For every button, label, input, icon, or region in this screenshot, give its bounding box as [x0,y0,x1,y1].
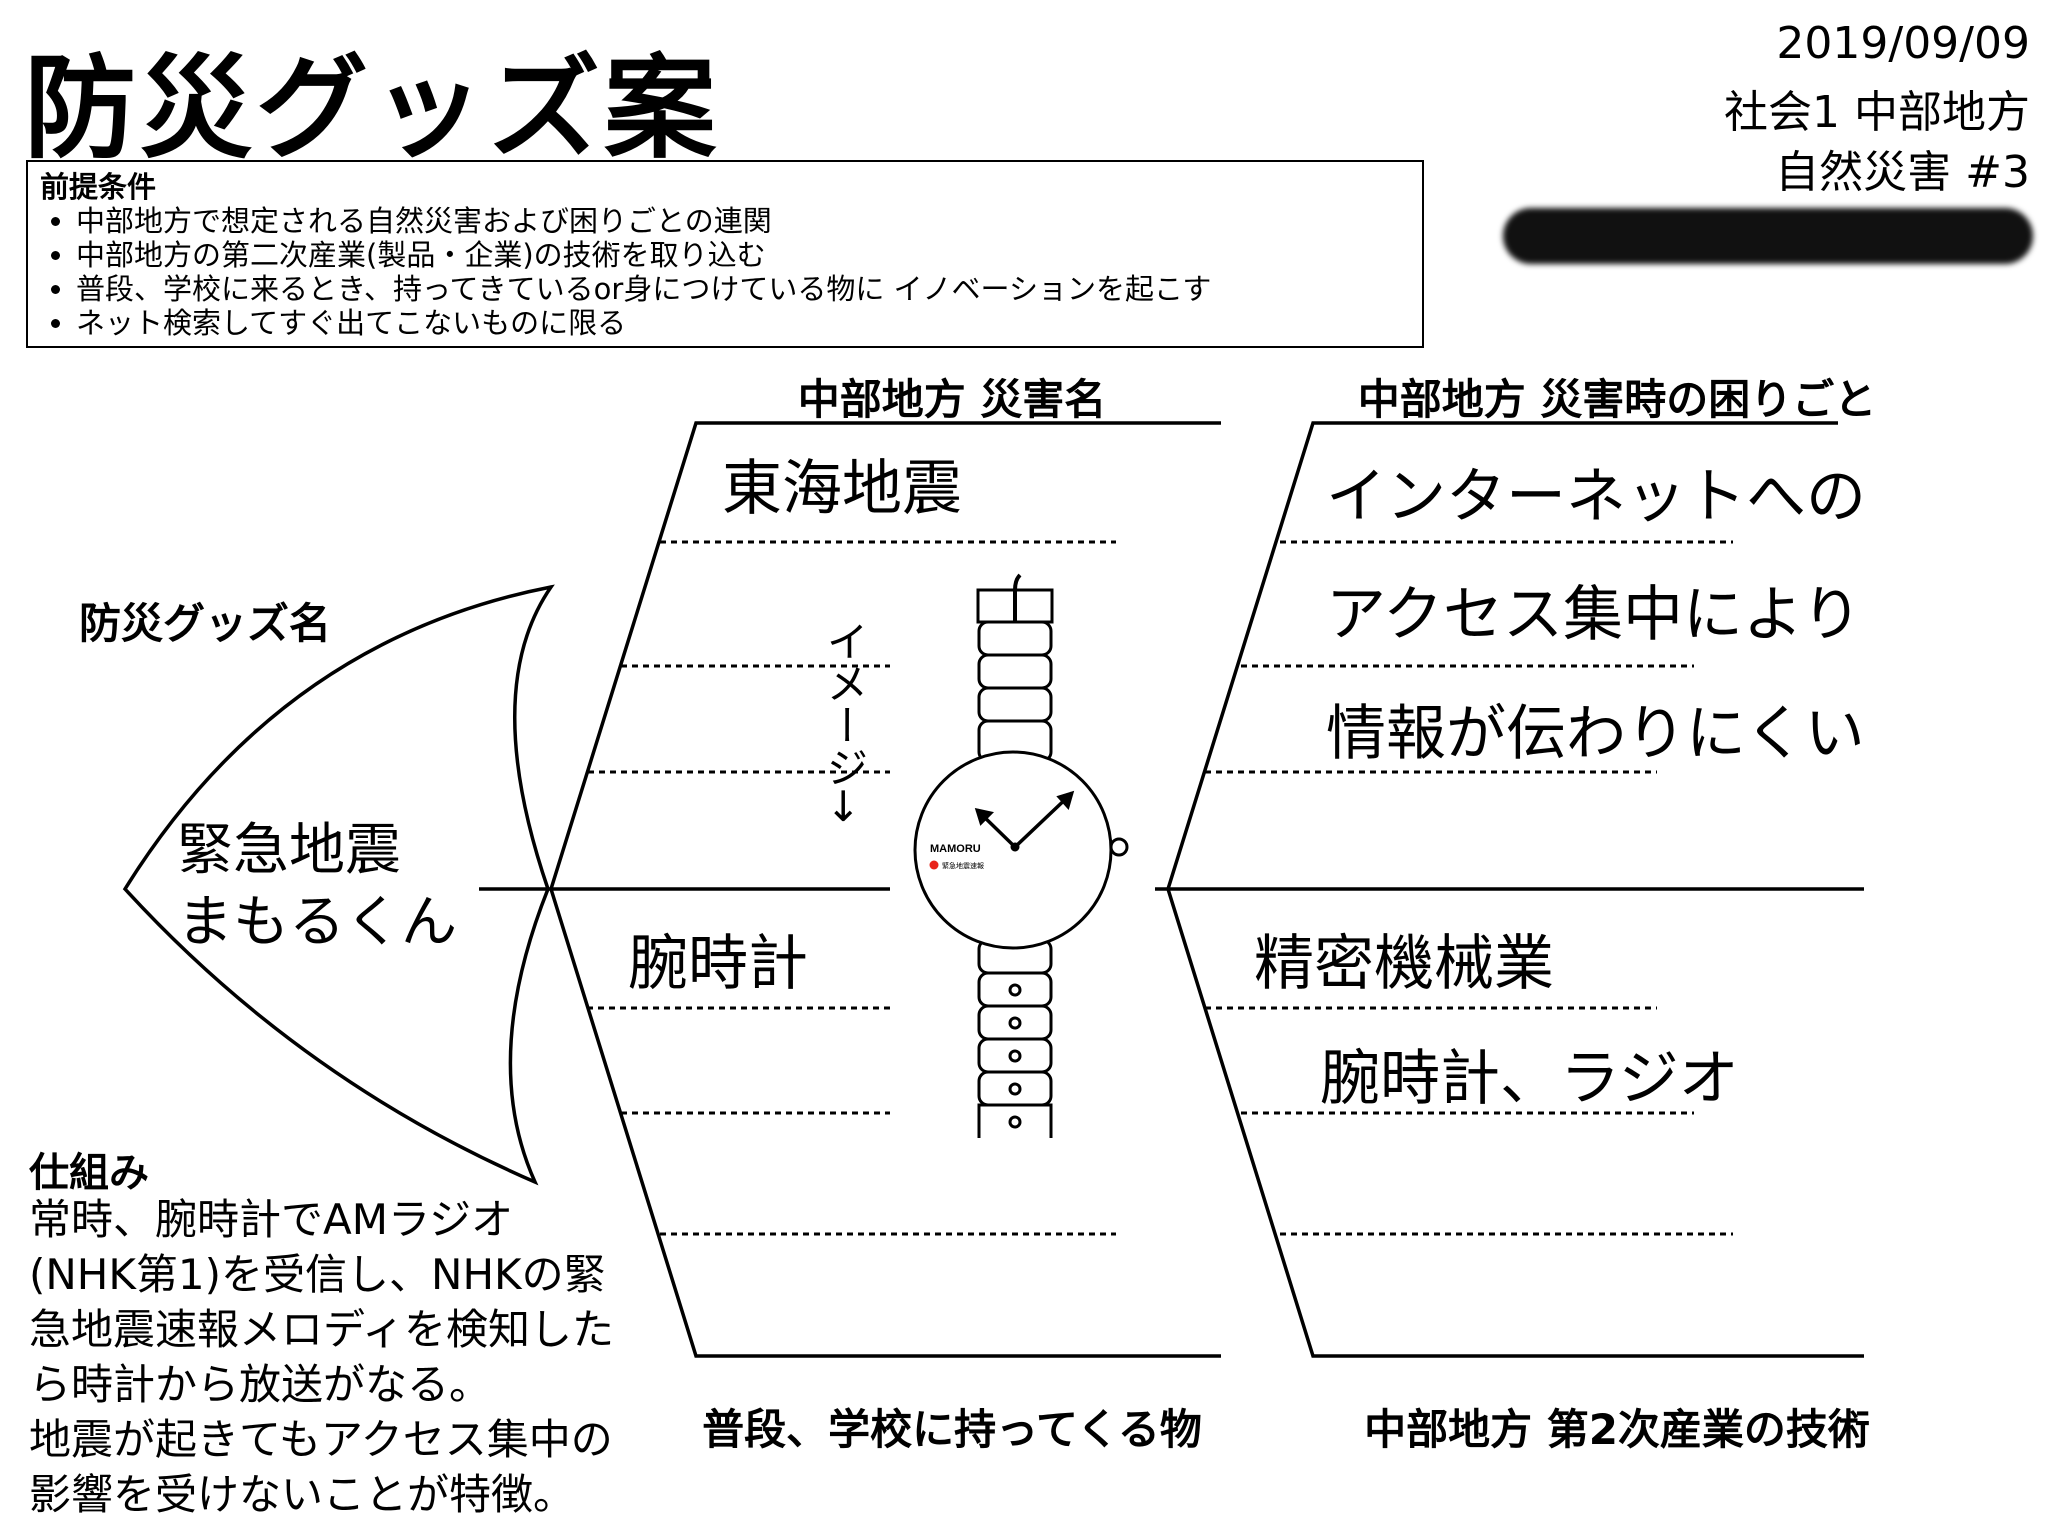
bone-bottom-right [1166,888,1864,1358]
page-title: 防災グッズ案 [24,44,720,174]
image-label: イメージ→ [820,620,869,824]
mechanism-line: (NHK第1)を受信し、NHKの緊 [29,1250,606,1299]
bone-bottom-left [549,888,1221,1358]
mechanism-line: 常時、腕時計でAMラジオ [29,1195,514,1244]
mechanism-line: 影響を受けないことが特徴。 [29,1470,576,1519]
premise-box: 前提条件 中部地方で想定される自然災害および困りごとの連関 中部地方の第二次産業… [26,160,1424,348]
problem-line: アクセス集中により [1326,580,1862,650]
topic-label: 自然災害 #3 [1775,147,2030,198]
redacted-name [1503,208,2033,264]
goods-name: 緊急地震 まもるくん [177,815,457,959]
premise-item: 中部地方で想定される自然災害および困りごとの連関 [76,204,1410,238]
problem-line: 情報が伝わりにくい [1326,699,1865,769]
goods-label: 防災グッズ名 [79,599,332,648]
watch-subtext: 緊急地震速報 [942,861,984,870]
mechanism-text: 常時、腕時計でAMラジオ (NHK第1)を受信し、NHKの緊 急地震速報メロディ… [29,1192,659,1522]
header-disaster: 中部地方 災害名 [797,375,1107,424]
premise-heading: 前提条件 [40,170,157,204]
red-dot-icon [929,860,939,870]
industry-line: 精密機械業 [1254,929,1554,999]
bone-top-left [549,421,1221,890]
premise-item: 普段、学校に来るとき、持ってきているor身につけている物に イノベーションを起こ… [76,272,1410,306]
disaster-name: 東海地震 [722,454,962,524]
date: 2019/09/09 [1776,18,2030,69]
watch-illustration [913,573,1129,1138]
header-problem: 中部地方 災害時の困りごと [1357,375,1877,424]
mechanism-heading: 仕組み [29,1150,149,1196]
problem-line: インターネットへの [1326,462,1866,532]
fish-head [122,584,555,1186]
mechanism-line: 急地震速報メロディを検知した [29,1305,615,1354]
goods-name-line: まもるくん [177,890,457,955]
goods-name-line: 緊急地震 [177,818,401,883]
premise-item: 中部地方の第二次産業(製品・企業)の技術を取り込む [76,238,1410,272]
bone-top-right [1166,421,1838,890]
premise-item: ネット検索してすぐ出てこないものに限る [76,306,1410,340]
header-item: 普段、学校に持ってくる物 [702,1405,1202,1454]
class-label: 社会1 中部地方 [1724,87,2030,138]
mechanism-line: 地震が起きてもアクセス集中の [29,1415,613,1464]
industry-line: 腕時計、ラジオ [1320,1044,1739,1114]
header-industry: 中部地方 第2次産業の技術 [1364,1405,1870,1454]
watch-brand: MAMORU [930,843,981,855]
mechanism-line: ら時計から放送がなる。 [29,1360,492,1409]
item-name: 腕時計 [628,929,808,999]
